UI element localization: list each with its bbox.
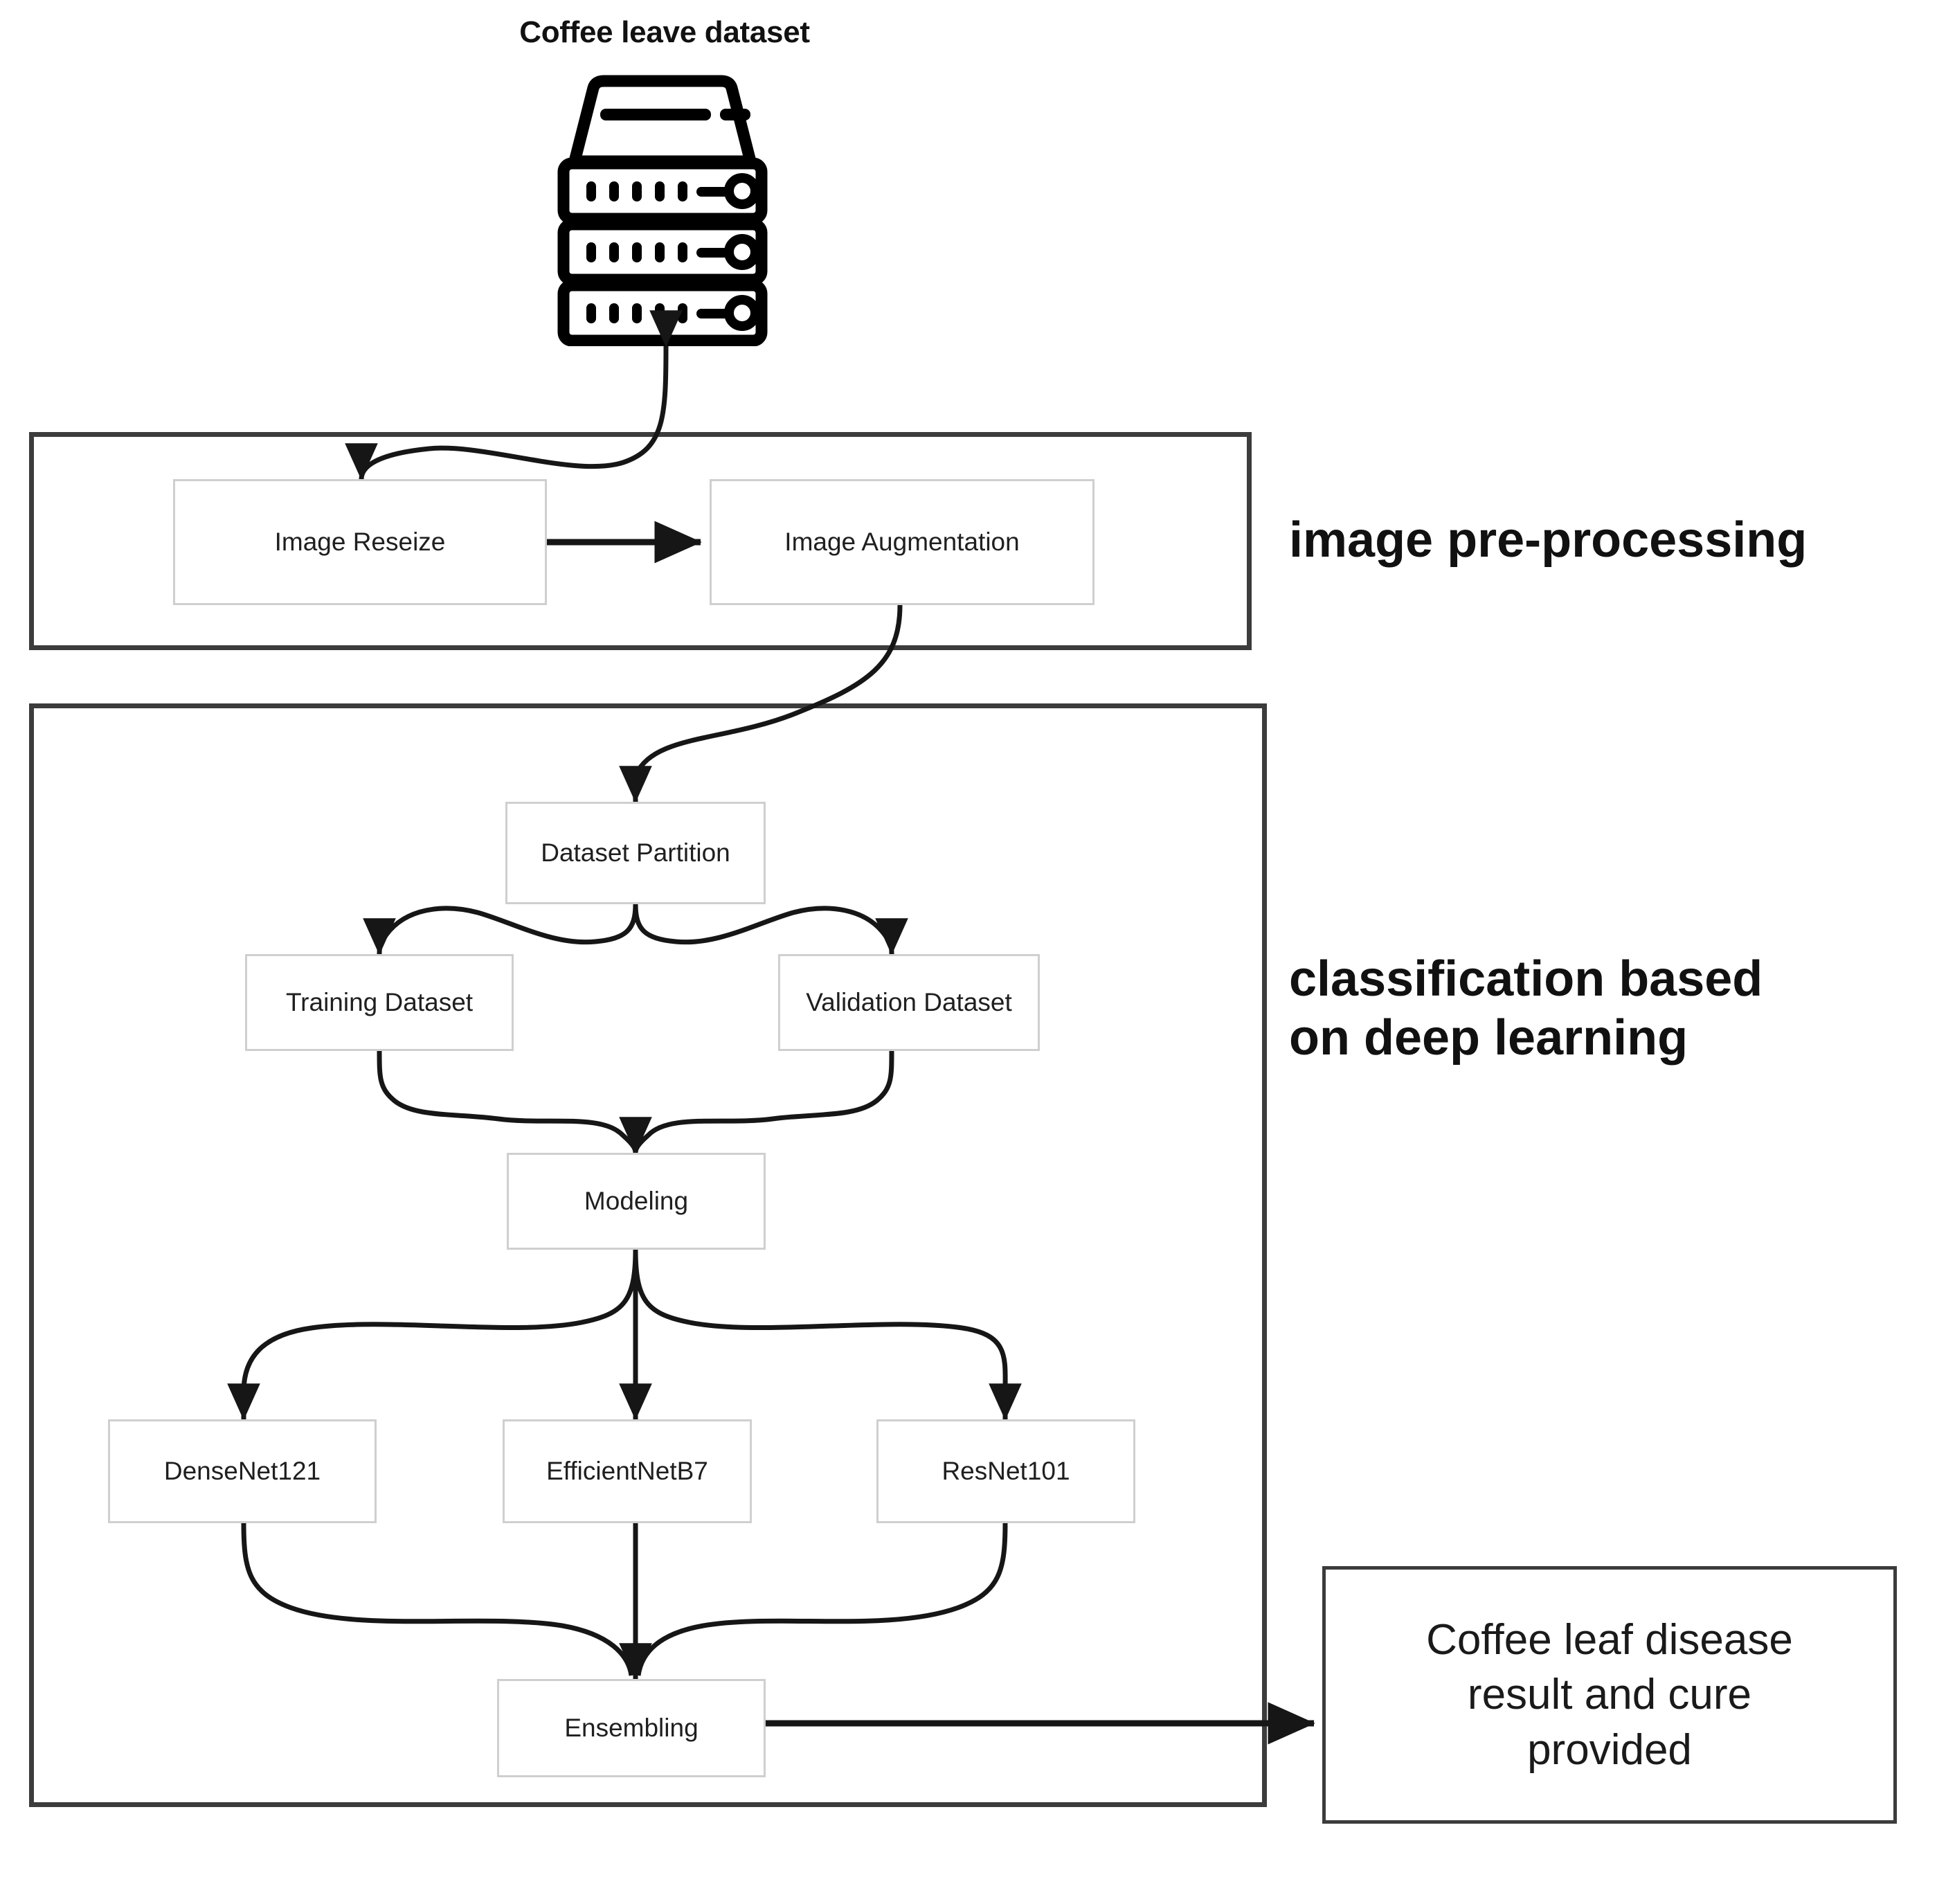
database-server-icon [528, 73, 798, 347]
section-label-classification-line1: classification based [1289, 951, 1763, 1007]
node-densenet121[interactable]: DenseNet121 [108, 1419, 377, 1523]
node-validation-dataset[interactable]: Validation Dataset [778, 954, 1040, 1051]
dataset-title: Coffee leave dataset [519, 15, 810, 49]
node-modeling[interactable]: Modeling [507, 1153, 766, 1250]
node-dataset-partition[interactable]: Dataset Partition [505, 802, 766, 904]
section-label-classification-line2: on deep learning [1289, 1009, 1688, 1066]
result-line-2: result and cure [1467, 1671, 1752, 1719]
node-resnet101[interactable]: ResNet101 [876, 1419, 1135, 1523]
node-efficientnetb7[interactable]: EfficientNetB7 [503, 1419, 752, 1523]
node-ensembling[interactable]: Ensembling [497, 1679, 766, 1777]
node-training-dataset[interactable]: Training Dataset [245, 954, 514, 1051]
result-line-3: provided [1527, 1725, 1692, 1774]
section-label-classification: classification based on deep learning [1289, 950, 1912, 1068]
section-label-preprocessing: image pre-processing [1289, 512, 1808, 568]
node-image-augmentation[interactable]: Image Augmentation [710, 479, 1094, 605]
result-line-1: Coffee leaf disease [1426, 1615, 1793, 1664]
node-result-output[interactable]: Coffee leaf disease result and cure prov… [1322, 1566, 1897, 1824]
node-image-resize[interactable]: Image Reseize [173, 479, 547, 605]
